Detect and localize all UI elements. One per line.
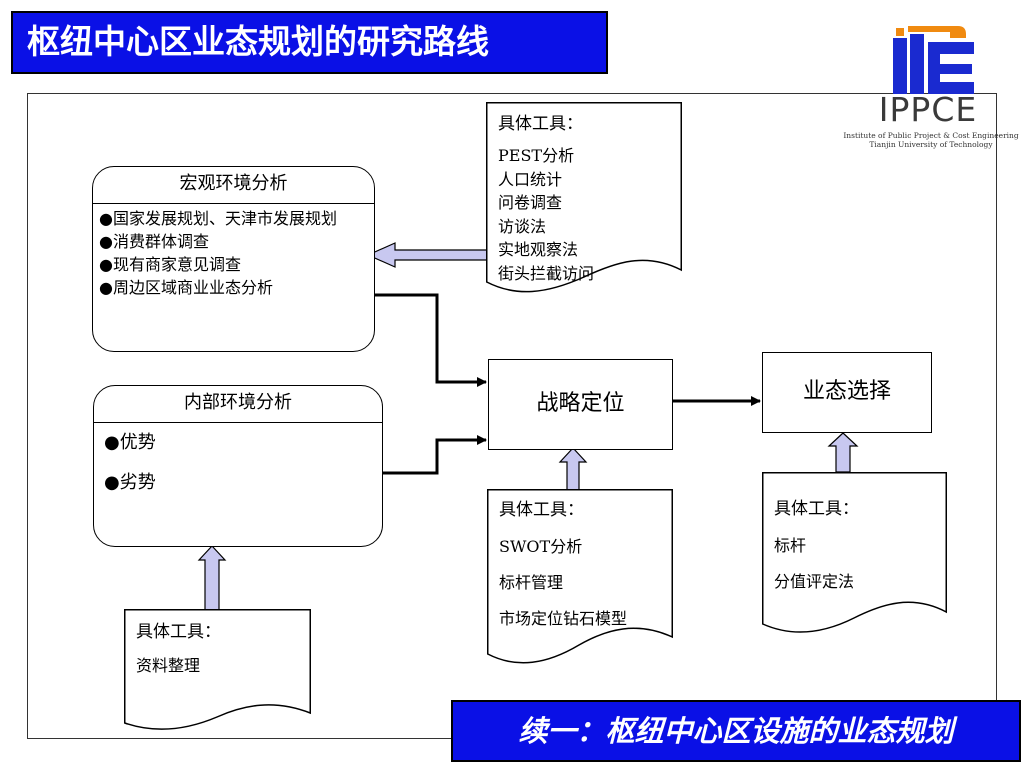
document-shape xyxy=(762,472,947,633)
internal-environment-box: 内部环境分析 ●优势 ●劣势 xyxy=(93,385,383,547)
list-item: 标杆管理 xyxy=(499,573,564,592)
ippce-logo-icon xyxy=(893,26,974,94)
macro-box-divider xyxy=(93,203,374,204)
logo-subtitle-university: Tianjin University of Technology xyxy=(869,140,993,149)
internal-box-title: 内部环境分析 xyxy=(184,392,292,413)
tools-internal-list: 资料整理 xyxy=(136,653,305,679)
format-box-label: 业态选择 xyxy=(802,379,891,404)
list-item: ●国家发展规划、天津市发展规划 xyxy=(99,209,337,228)
list-item: ●劣势 xyxy=(104,472,156,493)
tools-format-title: 具体工具： xyxy=(774,499,859,519)
document-shape xyxy=(487,489,673,664)
tools-internal-document: 具体工具： 资料整理 xyxy=(124,609,311,731)
list-item: ●消费群体调查 xyxy=(99,232,209,251)
list-item: 街头拦截访问 xyxy=(498,263,595,283)
tools-strategy-title: 具体工具： xyxy=(499,500,584,520)
list-item: 人口统计 xyxy=(498,169,563,189)
tools-macro-list: PEST分析 人口统计 问卷调查 访谈法 实地观察法 街头拦截访问 xyxy=(498,144,676,285)
tools-strategy-list: SWOT分析 标杆管理 市场定位钻石模型 xyxy=(499,529,667,637)
document-shape xyxy=(124,609,311,730)
internal-box-list: ●优势 ●劣势 xyxy=(94,423,382,503)
tools-macro-document: 具体工具： PEST分析 人口统计 问卷调查 访谈法 实地观察法 街头拦截访问 xyxy=(486,102,682,293)
list-item: 问卷调查 xyxy=(498,193,563,212)
tools-macro-title: 具体工具： xyxy=(498,114,583,134)
footer-banner: 续一：枢纽中心区设施的业态规划 xyxy=(451,700,1021,762)
list-item: ●周边区域商业业态分析 xyxy=(99,278,273,297)
ippce-logo xyxy=(838,12,1018,152)
list-item: 标杆 xyxy=(774,536,807,555)
list-item: 分值评定法 xyxy=(774,572,855,591)
list-item: 访谈法 xyxy=(498,216,547,236)
list-item: SWOT分析 xyxy=(499,537,583,556)
list-item: ●优势 xyxy=(104,432,156,453)
macro-environment-box: 宏观环境分析 ●国家发展规划、天津市发展规划 ●消费群体调查 ●现有商家意见调查… xyxy=(92,166,375,352)
tools-strategy-document: 具体工具： SWOT分析 标杆管理 市场定位钻石模型 xyxy=(487,489,673,669)
macro-box-title: 宏观环境分析 xyxy=(179,173,288,194)
macro-box-list: ●国家发展规划、天津市发展规划 ●消费群体调查 ●现有商家意见调查 ●周边区域商… xyxy=(93,204,374,299)
document-shape xyxy=(486,102,682,293)
tools-format-document: 具体工具： 标杆 分值评定法 xyxy=(762,472,947,637)
logo-wordmark: IPPCE xyxy=(878,90,978,129)
logo-subtitle-institute: Institute of Public Project & Cost Engin… xyxy=(843,131,1019,140)
list-item: 市场定位钻石模型 xyxy=(499,609,628,628)
page-title: 枢纽中心区业态规划的研究路线 xyxy=(11,11,608,74)
list-item: ●现有商家意见调查 xyxy=(99,255,241,274)
list-item: PEST分析 xyxy=(498,146,575,165)
strategy-positioning-box: 战略定位 xyxy=(488,359,673,450)
list-item: 资料整理 xyxy=(136,656,201,675)
tools-format-list: 标杆 分值评定法 xyxy=(774,528,941,600)
tools-internal-title: 具体工具： xyxy=(136,622,221,642)
list-item: 实地观察法 xyxy=(498,240,579,259)
format-selection-box: 业态选择 xyxy=(762,352,932,433)
internal-box-divider xyxy=(94,422,382,423)
strategy-box-label: 战略定位 xyxy=(536,391,625,416)
